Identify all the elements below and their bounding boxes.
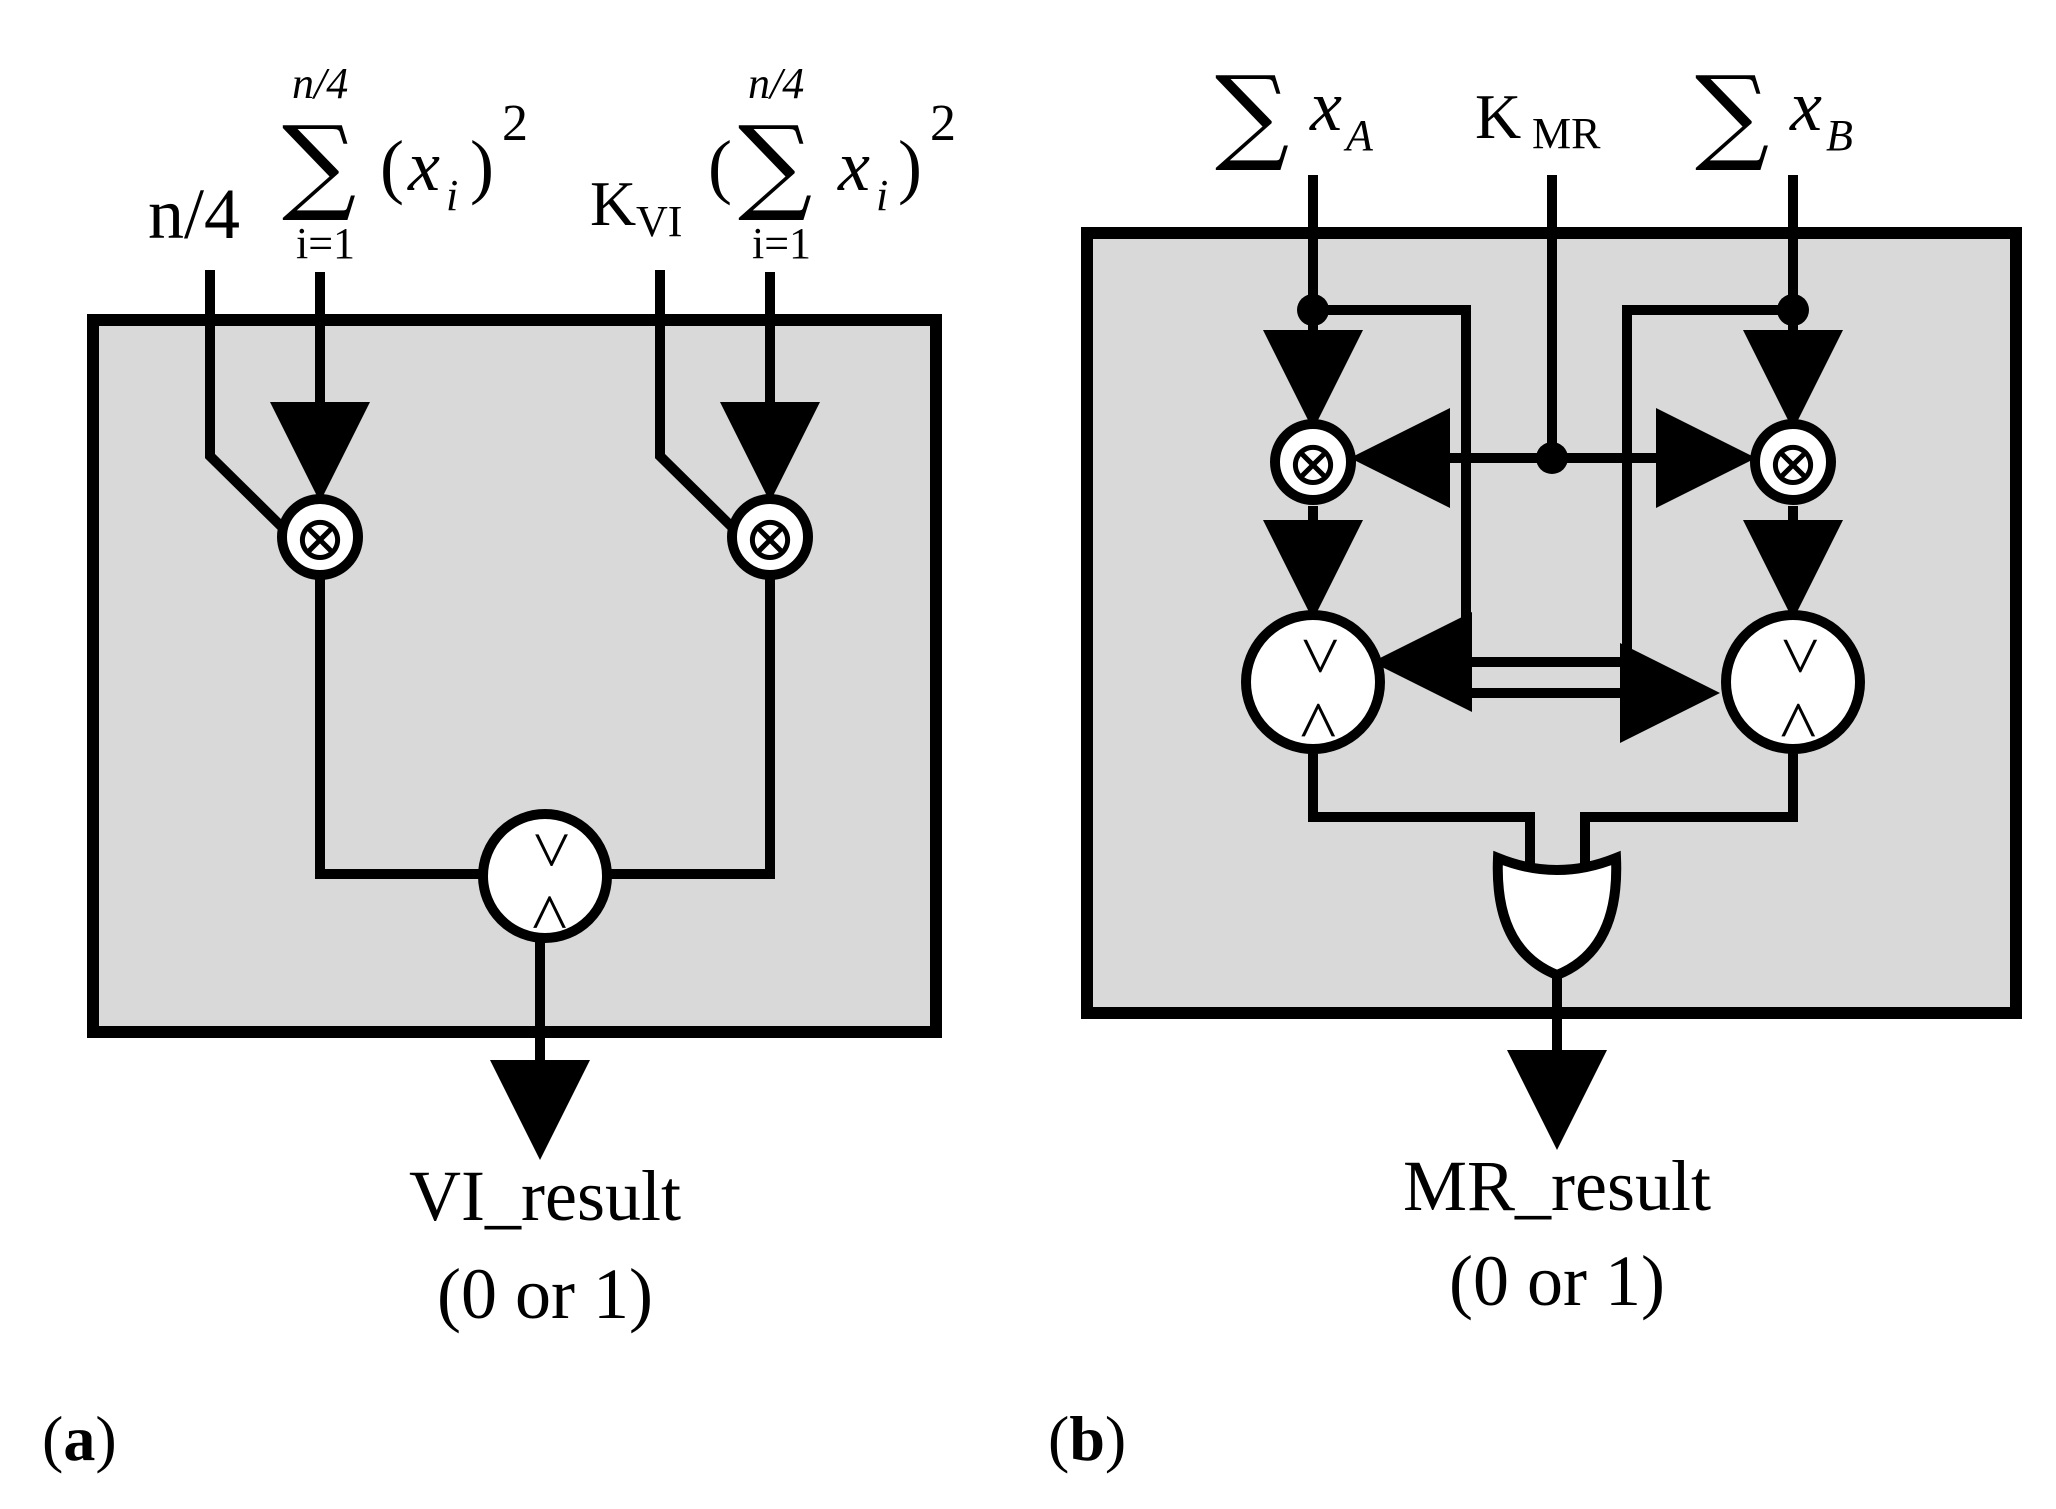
svg-text:x: x	[1789, 66, 1822, 146]
svg-text:VI: VI	[636, 197, 682, 246]
svg-text:(b): (b)	[1048, 1403, 1126, 1474]
panel-b-output-values: (0 or 1)	[1449, 1241, 1665, 1321]
svg-text:(a): (a)	[42, 1403, 117, 1474]
wire-mult-right-to-comp	[610, 575, 775, 879]
svg-text:i: i	[876, 171, 888, 220]
panel-b-input-a: ∑ x A	[1215, 53, 1374, 175]
junction-dot-xa	[1297, 294, 1329, 326]
junction-dot-xb	[1777, 294, 1809, 326]
comparator-icon-bottom: <	[1279, 700, 1356, 739]
svg-text:A: A	[1343, 111, 1374, 160]
svg-text:x: x	[407, 126, 440, 206]
svg-text:): )	[898, 126, 922, 206]
wire-xb-branch-to-comp-a	[1372, 305, 1793, 712]
panel-b-wires	[1263, 175, 1843, 1150]
svg-text:(: (	[380, 126, 404, 206]
svg-text:MR: MR	[1532, 109, 1601, 158]
panel-a-k-vi-label: K VI	[590, 168, 682, 246]
panel-a-multiplier-left: ⊗	[277, 494, 363, 580]
panel-a-comparator: > <	[478, 809, 612, 943]
panel-b: ∑ x A K MR ∑ x B	[1048, 53, 2022, 1474]
panel-a-output-label: VI_result	[409, 1156, 681, 1236]
panel-a-wires	[205, 270, 820, 1160]
svg-text:2: 2	[502, 95, 528, 152]
panel-b-output-label: MR_result	[1403, 1146, 1711, 1226]
panel-b-comparator-a: > <	[1241, 610, 1385, 754]
wire-comp-a-to-or	[1308, 749, 1535, 870]
panel-a-output-values: (0 or 1)	[437, 1254, 653, 1334]
svg-text:n/4: n/4	[748, 59, 804, 108]
circled-times-icon: ⊗	[1766, 427, 1820, 501]
circled-times-icon: ⊗	[293, 502, 347, 576]
svg-text:x: x	[837, 126, 870, 206]
wire-n4-to-mult-left	[205, 270, 289, 534]
svg-text:2: 2	[930, 95, 956, 152]
svg-text:i: i	[446, 171, 458, 220]
wire-mult-left-to-comp	[315, 575, 480, 879]
circled-times-icon: ⊗	[1286, 427, 1340, 501]
panel-a-multiplier-right: ⊗	[727, 494, 813, 580]
junction-dot-kmr	[1536, 442, 1568, 474]
svg-text:∑: ∑	[1215, 53, 1289, 175]
svg-text:∑: ∑	[282, 103, 356, 225]
svg-text:n/4: n/4	[292, 59, 348, 108]
panel-b-comparator-b: > <	[1721, 610, 1865, 754]
svg-text:i=1: i=1	[752, 219, 811, 268]
svg-text:B: B	[1826, 111, 1853, 160]
svg-text:(: (	[708, 126, 732, 206]
wire-comp-b-to-or	[1580, 749, 1798, 870]
panel-a-squared-sum: ( n/4 ∑ i=1 x i ) 2	[708, 59, 956, 268]
svg-text:∑: ∑	[1695, 53, 1769, 175]
panel-b-caption: (b)	[1048, 1403, 1126, 1474]
svg-text:i=1: i=1	[296, 219, 355, 268]
comparator-icon-top: >	[1761, 636, 1838, 675]
comparator-icon-bottom: <	[512, 893, 588, 931]
svg-text:K: K	[590, 168, 636, 239]
panel-b-input-b: ∑ x B	[1695, 53, 1853, 175]
svg-text:): )	[470, 126, 494, 206]
wire-kvi-to-mult-right	[655, 270, 739, 534]
comparator-icon-top: >	[514, 831, 590, 869]
svg-text:∑: ∑	[738, 103, 812, 225]
svg-text:K: K	[1475, 81, 1521, 152]
svg-text:x: x	[1309, 66, 1342, 146]
panel-b-k-mr-label: K MR	[1475, 81, 1601, 158]
comparator-icon-bottom: <	[1759, 700, 1836, 739]
panel-a: n/4 n/4 ∑ i=1 ( x i ) 2 K VI ( n/4 ∑ i=1…	[42, 59, 956, 1474]
or-gate-icon	[1492, 850, 1622, 981]
wire-xa-branch-to-comp-b	[1313, 305, 1720, 743]
panel-b-multiplier-b: ⊗	[1750, 419, 1836, 505]
panel-a-input-n4: n/4	[148, 174, 240, 254]
panel-b-multiplier-a: ⊗	[1270, 419, 1356, 505]
panel-a-sum-of-squares: n/4 ∑ i=1 ( x i ) 2	[282, 59, 528, 268]
circled-times-icon: ⊗	[743, 502, 797, 576]
panel-a-caption: (a)	[42, 1403, 117, 1474]
comparator-icon-top: >	[1281, 636, 1358, 675]
